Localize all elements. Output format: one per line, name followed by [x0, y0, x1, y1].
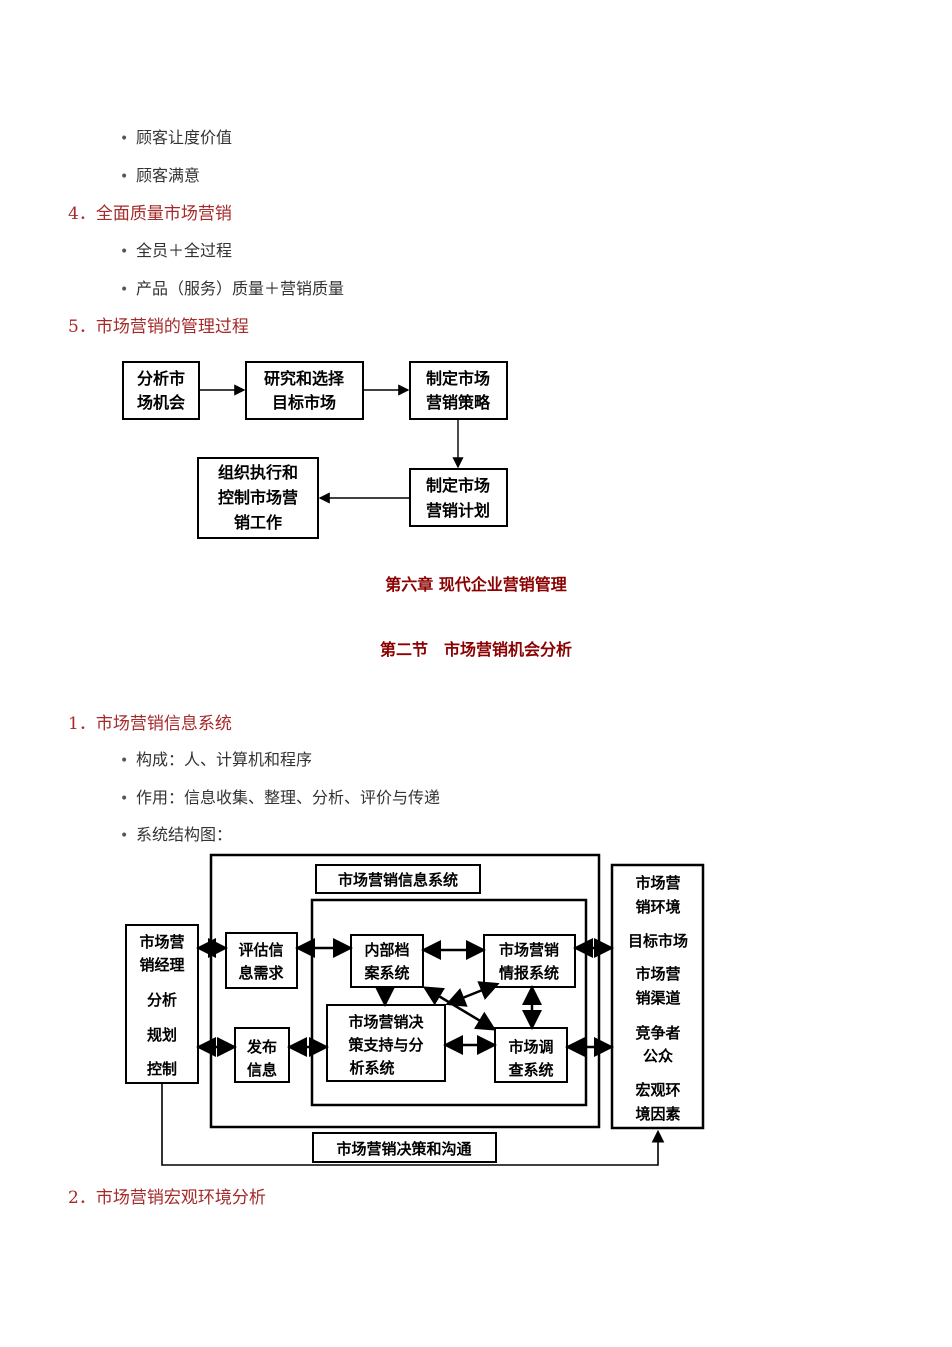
environment-text: 目标市场 — [628, 932, 688, 950]
environment-text: 境因素 — [635, 1105, 680, 1123]
list-item: • 系统结构图： — [120, 821, 232, 845]
environment-box — [610, 863, 705, 1130]
section-heading: 4．全面质量市场营销 — [68, 204, 232, 224]
environment-text: 公众 — [643, 1047, 673, 1065]
bullet-text: 构成：人、计算机和程序 — [136, 750, 313, 769]
list-item: • 构成：人、计算机和程序 — [120, 746, 312, 770]
decision-text: 市场营销决 — [348, 1013, 424, 1031]
box-text: 制定市场 — [426, 476, 490, 495]
internal-text: 案系统 — [363, 964, 409, 982]
environment-text: 销环境 — [635, 898, 680, 916]
section-heading: 2．市场营销宏观环境分析 — [68, 1188, 266, 1208]
bullet-text: 作用：信息收集、整理、分析、评价与传递 — [136, 788, 441, 807]
list-item: • 作用：信息收集、整理、分析、评价与传递 — [120, 784, 440, 808]
list-item: • 产品（服务）质量＋营销质量 — [120, 275, 344, 299]
box-text: 目标市场 — [272, 393, 336, 412]
publish-text: 信息 — [247, 1061, 277, 1079]
bullet-icon: • — [120, 244, 129, 260]
manager-text: 市场营 — [139, 933, 184, 951]
environment-text: 市场营 — [635, 874, 680, 892]
manager-text: 控制 — [147, 1060, 177, 1078]
publish-text: 发布 — [246, 1038, 277, 1056]
environment-text: 销渠道 — [635, 989, 680, 1007]
box-text: 研究和选择 — [264, 369, 345, 388]
manager-text: 规划 — [147, 1026, 177, 1044]
list-item: • 顾客满意 — [120, 162, 200, 186]
list-item: • 全员＋全过程 — [120, 237, 232, 261]
feedback-loop-arrow — [161, 1083, 665, 1166]
bullet-icon: • — [120, 169, 129, 185]
chapter-title: 第六章 现代企业营销管理 — [385, 575, 567, 594]
intelligence-box — [483, 934, 576, 988]
box-text: 销工作 — [234, 513, 282, 532]
bottom-label-text: 市场营销决策和沟通 — [336, 1140, 471, 1158]
bullet-text: 顾客让度价值 — [136, 128, 233, 147]
environment-text: 市场营 — [635, 965, 680, 983]
box-text: 组织执行和 — [218, 463, 298, 482]
research-text: 查系统 — [508, 1061, 553, 1079]
bullet-icon: • — [120, 131, 129, 147]
list-item: • 顾客让度价值 — [120, 124, 232, 148]
box-target-market — [245, 361, 364, 420]
section-title: 第二节 市场营销机会分析 — [379, 640, 572, 659]
bullet-icon: • — [120, 753, 129, 769]
box-text: 分析市 — [137, 369, 185, 388]
assess-text: 息需求 — [238, 964, 284, 982]
decision-text: 析系统 — [349, 1059, 394, 1077]
box-analyze-opportunity — [122, 361, 200, 420]
section-heading: 1．市场营销信息系统 — [68, 714, 232, 734]
box-text: 营销计划 — [426, 501, 490, 520]
arrow-decision-intel — [445, 981, 500, 1007]
box-execute-control — [197, 457, 319, 539]
bullet-text: 产品（服务）质量＋营销质量 — [136, 279, 345, 298]
box-marketing-plan — [409, 468, 508, 527]
bullet-text: 顾客满意 — [136, 166, 201, 185]
intel-text: 情报系统 — [499, 964, 559, 982]
bottom-label-box — [312, 1132, 497, 1163]
inner-frame — [310, 898, 588, 1107]
bullet-text: 全员＋全过程 — [136, 241, 233, 260]
bullet-icon: • — [120, 282, 129, 298]
system-frame — [209, 853, 601, 1129]
internal-records-box — [350, 934, 424, 988]
bullet-icon: • — [120, 791, 129, 807]
research-text: 市场调 — [508, 1038, 553, 1056]
box-text: 制定市场 — [426, 369, 490, 388]
bullet-icon: • — [120, 828, 129, 844]
system-diagram: 市场营销信息系统 市场营 销经理 分析 规划 控制 评估信 息需求 发布 信息 … — [125, 853, 705, 1166]
manager-box — [125, 924, 199, 1084]
assess-box — [225, 932, 298, 989]
system-title-box — [315, 864, 481, 894]
process-diagram: 分析市 场机会 研究和选择 目标市场 制定市场 营销策略 制定市场 营销计划 组… — [122, 361, 508, 539]
environment-text: 竞争者 — [635, 1024, 680, 1042]
manager-text: 销经理 — [139, 956, 184, 974]
intel-text: 市场营销 — [499, 941, 559, 959]
box-text: 营销策略 — [426, 393, 491, 412]
internal-text: 内部档 — [364, 941, 409, 959]
assess-text: 评估信 — [238, 941, 283, 959]
decision-text: 策支持与分 — [347, 1036, 423, 1054]
bullet-text: 系统结构图： — [136, 825, 233, 844]
system-title: 市场营销信息系统 — [338, 871, 458, 889]
box-text: 控制市场营 — [218, 488, 298, 507]
arrow-internal-research — [422, 986, 497, 1031]
manager-text: 分析 — [147, 991, 177, 1009]
section-heading: 5．市场营销的管理过程 — [68, 317, 249, 337]
environment-text: 宏观环 — [635, 1081, 680, 1099]
box-text: 场机会 — [137, 393, 185, 412]
